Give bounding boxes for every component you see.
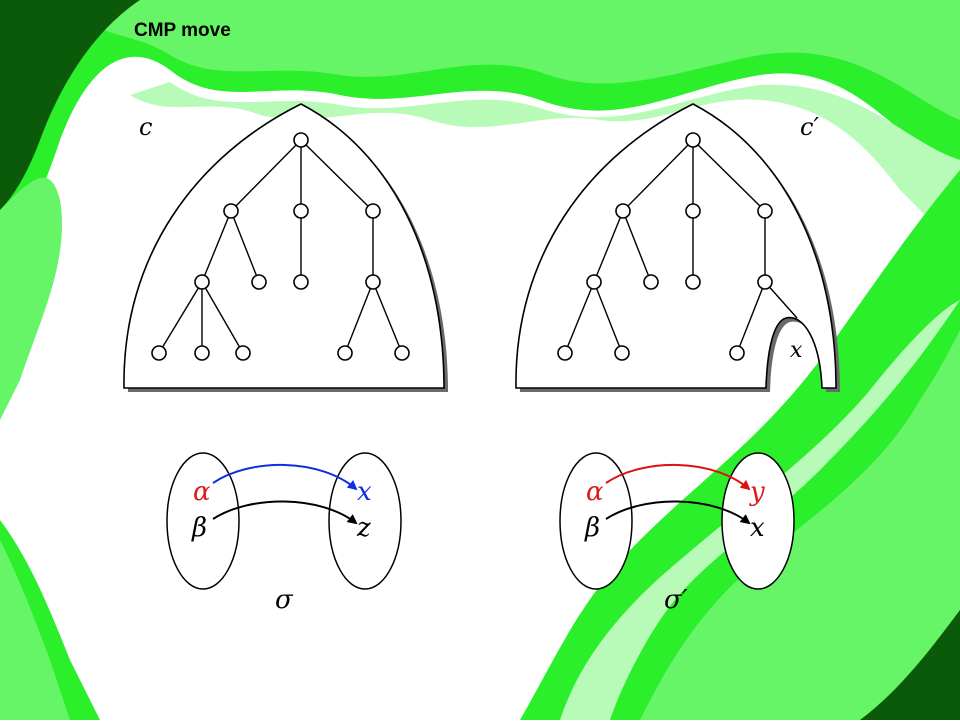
sigma-label: σ	[275, 585, 294, 615]
config-c-prime-label: c′	[800, 113, 819, 141]
slide-title: CMP move	[134, 20, 231, 41]
beta-symbol: β	[191, 513, 207, 543]
tree-node	[337, 345, 353, 361]
tree-node	[235, 345, 251, 361]
y-symbol: y	[749, 477, 765, 507]
arrow-alpha-to-x	[212, 463, 358, 491]
tree-node	[614, 345, 630, 361]
tree-node	[685, 274, 701, 290]
tree-node	[151, 345, 167, 361]
tree-c-edges	[158, 139, 403, 354]
x-symbol: x	[750, 513, 765, 543]
tree-node	[685, 203, 701, 219]
domain-ellipse	[166, 452, 240, 590]
tree-node	[557, 345, 573, 361]
beta-symbol: β	[584, 513, 600, 543]
tree-node	[194, 345, 210, 361]
arrow-alpha-to-y	[605, 463, 751, 491]
tree-node	[394, 345, 410, 361]
mapping-sigma-prime: α β y x σ′	[559, 452, 795, 615]
tree-node	[757, 274, 773, 290]
tree-c-prime-edges	[564, 139, 798, 354]
arrow-beta-to-z	[212, 500, 358, 525]
tree-node	[615, 203, 631, 219]
tree-node	[365, 203, 381, 219]
x-symbol: x	[357, 477, 372, 507]
tree-node	[194, 274, 210, 290]
tree-node	[685, 132, 701, 148]
tree-c-prime-nodes	[557, 132, 773, 361]
arrow-beta-to-x	[605, 500, 751, 525]
tree-node	[293, 274, 309, 290]
tree-node	[293, 132, 309, 148]
tree-node	[729, 345, 745, 361]
tree-node	[293, 203, 309, 219]
configuration-c-prime: c′ x	[515, 103, 840, 392]
config-c-prime-boundary	[515, 103, 837, 389]
tree-node	[251, 274, 267, 290]
sigma-prime-label: σ′	[664, 585, 688, 615]
tree-node	[757, 203, 773, 219]
domain-ellipse	[559, 452, 633, 590]
config-c-label: c	[139, 113, 152, 141]
configuration-c: c	[123, 103, 449, 392]
tree-node	[643, 274, 659, 290]
alpha-symbol: α	[586, 477, 604, 507]
tree-node	[586, 274, 602, 290]
config-c-boundary	[123, 103, 445, 389]
mapping-sigma: α β x z σ	[166, 452, 402, 615]
tree-c-nodes	[151, 132, 410, 361]
hole-label: x	[790, 338, 803, 363]
tree-node	[223, 203, 239, 219]
alpha-symbol: α	[193, 477, 211, 507]
z-symbol: z	[356, 513, 371, 543]
tree-node	[365, 274, 381, 290]
